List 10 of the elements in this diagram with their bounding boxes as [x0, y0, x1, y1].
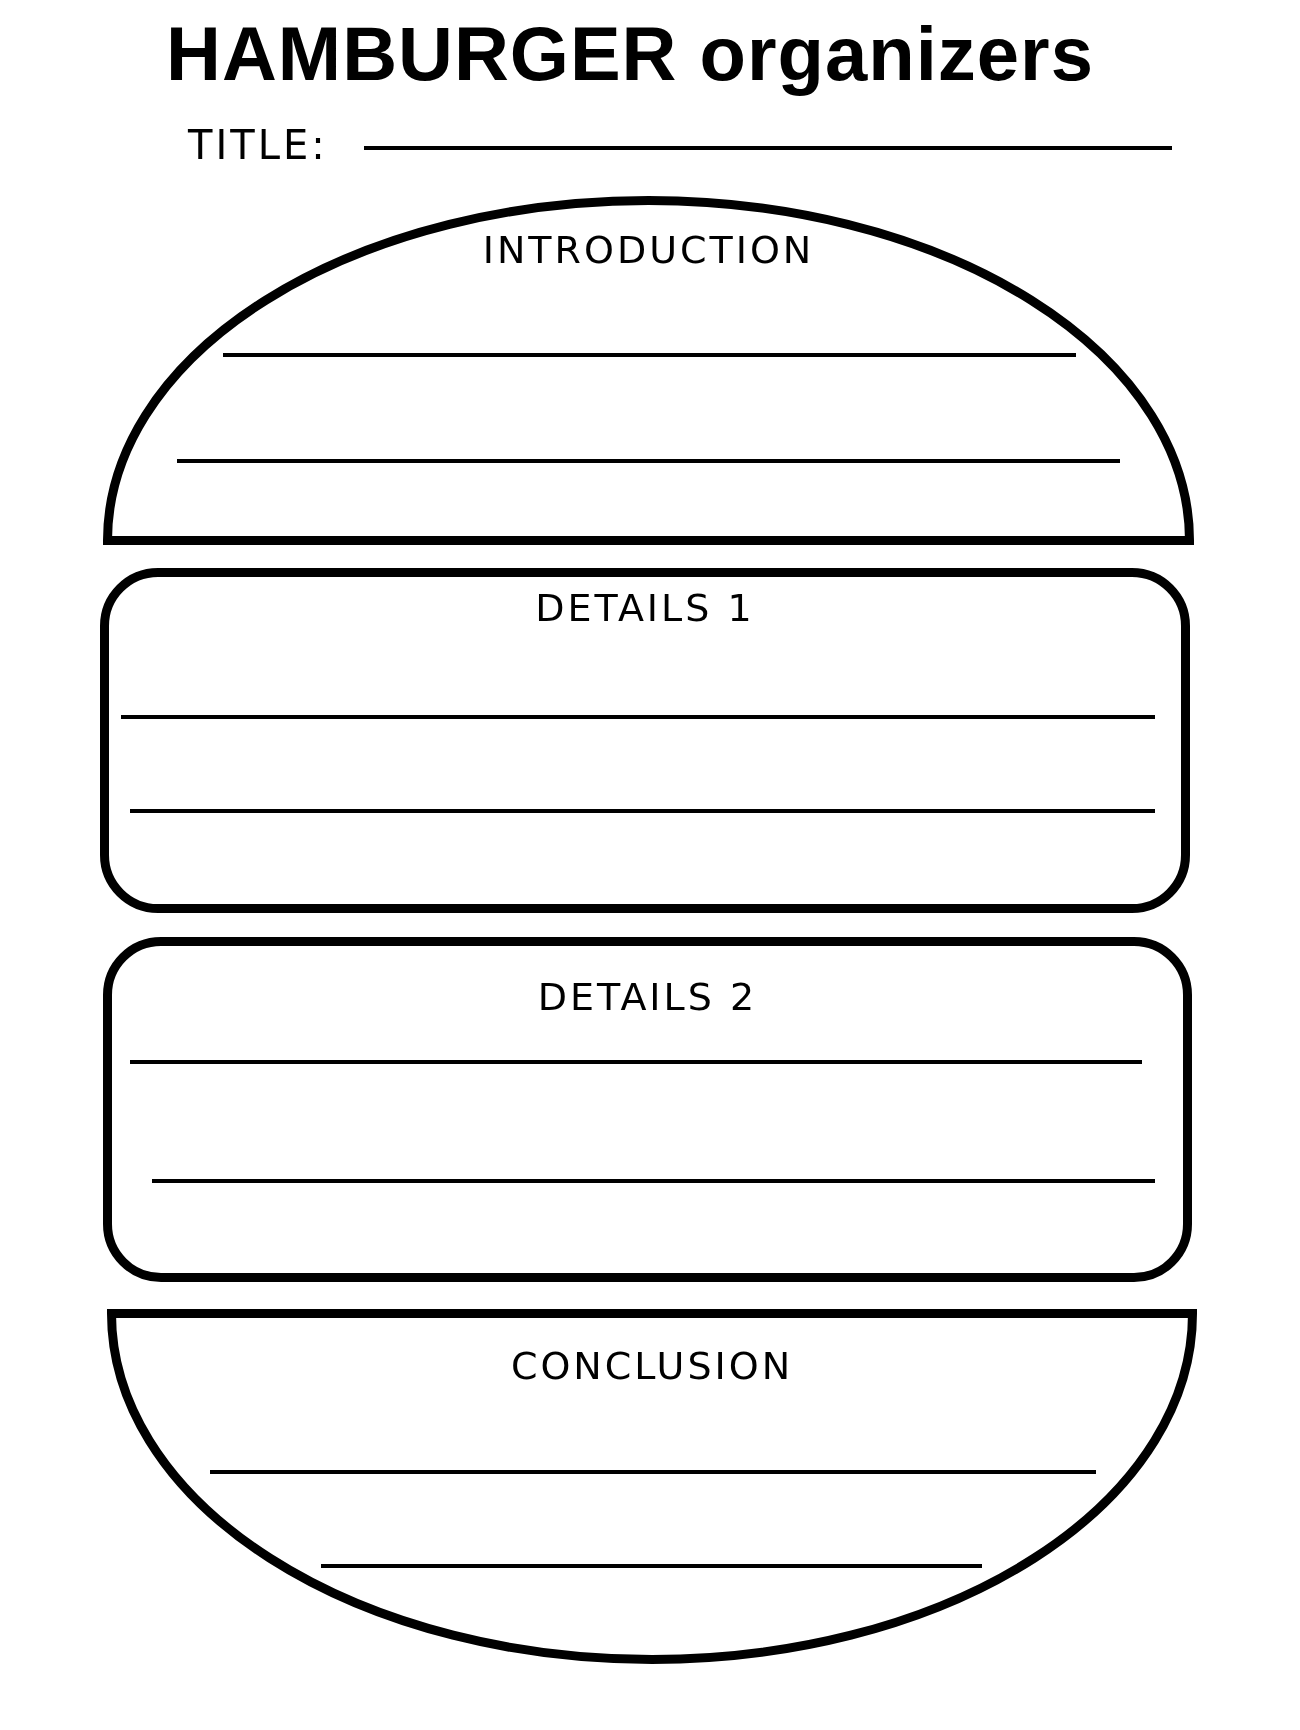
section-heading: CONCLUSION	[510, 1346, 794, 1388]
section-heading: DETAILS 1	[535, 588, 755, 630]
detail-box	[103, 937, 1192, 1282]
top-bun-section	[103, 196, 1194, 545]
section-heading: DETAILS 2	[537, 977, 758, 1019]
field-label: TITLE:	[188, 124, 328, 166]
section-heading: INTRODUCTION	[482, 230, 815, 272]
detail-box	[100, 568, 1190, 913]
worksheet-title: HAMBURGER organizers	[166, 14, 1094, 94]
bottom-bun-section	[107, 1309, 1197, 1664]
